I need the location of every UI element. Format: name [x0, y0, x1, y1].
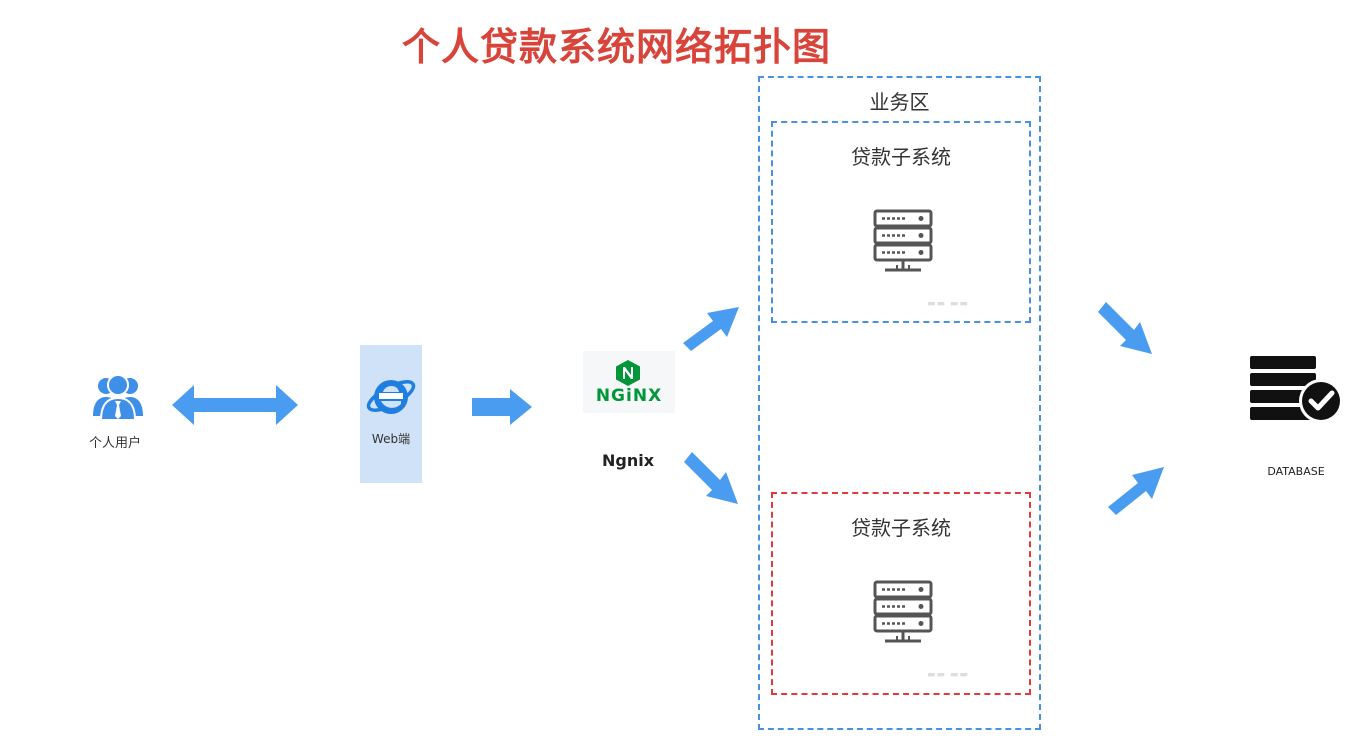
arrow-up-right	[683, 307, 739, 351]
subsystem-label: 贷款子系统	[851, 516, 951, 540]
loan-subsystem-2: 贷款子系统 ▬▬ ▬▬	[771, 492, 1031, 695]
diagram-title: 个人贷款系统网络拓扑图	[401, 25, 831, 69]
faint-mark: ▬▬ ▬▬	[927, 299, 969, 309]
server-icon	[873, 580, 933, 643]
arrow-right	[472, 389, 532, 425]
loan-subsystem-1: 贷款子系统 ▬▬ ▬▬	[771, 121, 1031, 323]
bidirectional-arrow	[172, 385, 298, 425]
user-label: 个人用户	[88, 436, 141, 451]
arrow-down-right	[684, 452, 738, 504]
business-zone-label: 业务区	[869, 90, 930, 114]
web-client: Web端	[360, 345, 422, 483]
browser-e-icon	[366, 380, 416, 414]
users-icon	[93, 374, 143, 421]
subsystem-label: 贷款子系统	[851, 145, 951, 169]
arrow-up-right	[1108, 467, 1164, 515]
database-check-icon	[1250, 356, 1343, 423]
arrow-down-right	[1098, 302, 1152, 354]
faint-mark: ▬▬ ▬▬	[927, 670, 969, 680]
nginx-label: Ngnix	[601, 451, 655, 470]
web-label: Web端	[371, 432, 411, 446]
business-zone	[758, 76, 1041, 730]
nginx-logo-text: NGiNX	[595, 386, 663, 406]
server-icon	[873, 209, 933, 272]
nginx-logo-icon	[616, 360, 640, 386]
database-label: DATABASE	[1267, 465, 1325, 478]
